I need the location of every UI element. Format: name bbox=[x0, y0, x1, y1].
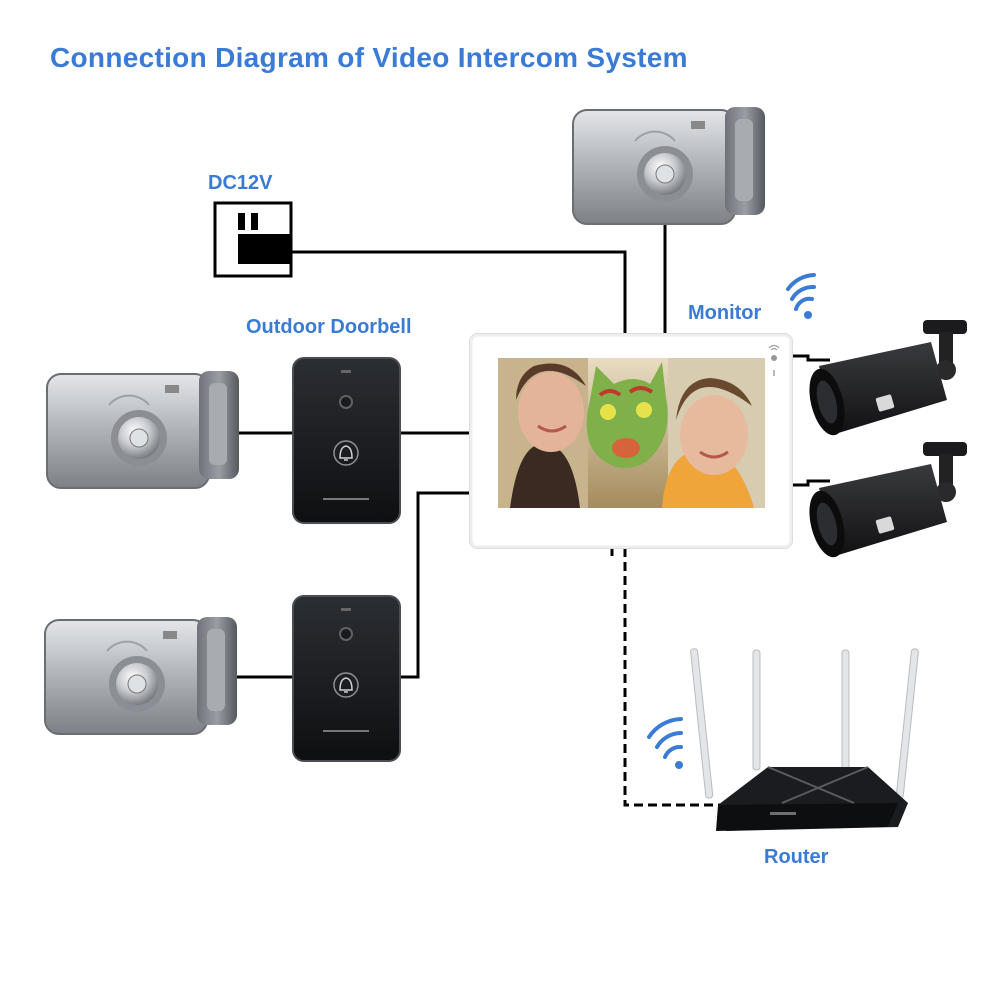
monitor-label: Monitor bbox=[688, 302, 762, 324]
electric-lock-icon bbox=[572, 107, 765, 225]
power-wire bbox=[291, 250, 627, 336]
diagram-title: Connection Diagram of Video Intercom Sys… bbox=[50, 42, 688, 73]
cctv-camera-icon bbox=[809, 320, 967, 436]
monitor-device bbox=[469, 333, 793, 549]
doorbell-label: Outdoor Doorbell bbox=[246, 316, 412, 338]
router-icon bbox=[690, 648, 919, 831]
router-label: Router bbox=[764, 846, 829, 868]
electric-lock-icon bbox=[46, 371, 239, 489]
monitor-screen bbox=[498, 358, 765, 508]
power-socket-icon bbox=[213, 201, 293, 278]
bell-icon bbox=[339, 445, 353, 461]
wifi-icon bbox=[647, 717, 683, 769]
camera2-wire bbox=[792, 479, 830, 487]
wires bbox=[236, 218, 830, 807]
doorbell2-monitor-wire bbox=[400, 491, 472, 679]
power-label: DC12V bbox=[208, 172, 273, 194]
wifi-icon bbox=[786, 273, 816, 319]
camera1-wire bbox=[792, 354, 830, 362]
doorbell-icon bbox=[292, 357, 401, 524]
electric-lock-icon bbox=[44, 617, 237, 735]
cctv-camera-icon bbox=[809, 442, 967, 558]
router-network-wire bbox=[623, 548, 722, 807]
bell-icon bbox=[339, 677, 353, 693]
wifi-icon bbox=[768, 344, 780, 351]
doorbell-icon bbox=[292, 595, 401, 762]
